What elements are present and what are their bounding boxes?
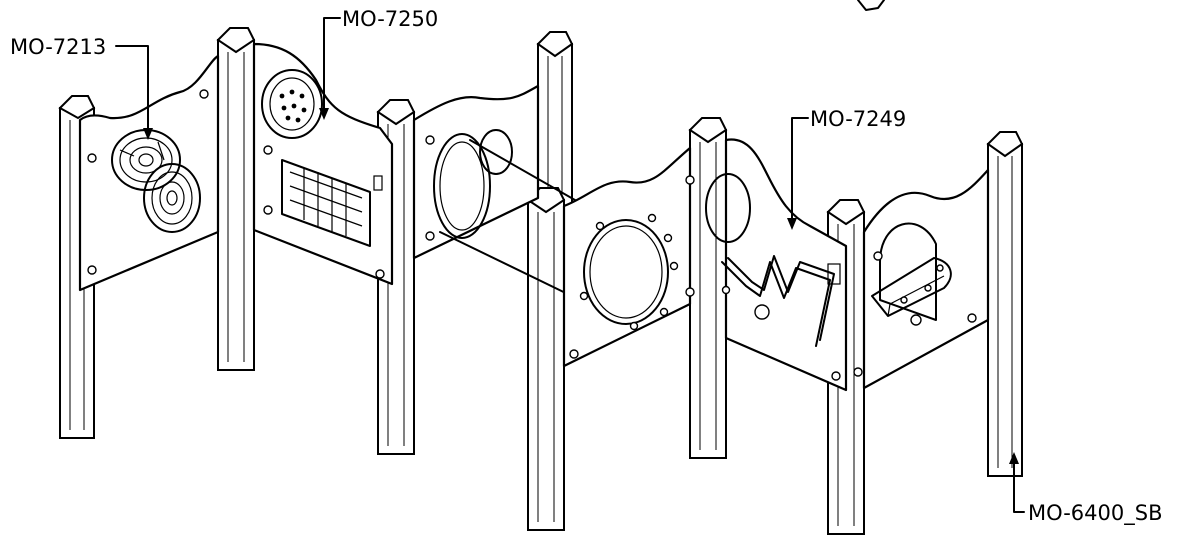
post-8 — [986, 131, 1024, 477]
callout-mo-7213: MO-7213 — [10, 35, 106, 59]
button-grid — [281, 159, 371, 247]
seat-plate — [871, 257, 952, 326]
speaker-grille — [261, 69, 323, 139]
panel-tunnel-end — [562, 146, 692, 368]
callout-mo-7249: MO-7249 — [810, 107, 906, 131]
leader-mo-7213 — [115, 45, 153, 140]
post-2 — [216, 27, 256, 371]
callout-mo-7250: MO-7250 — [342, 7, 438, 31]
panel-mo-7250 — [252, 42, 394, 286]
leader-mo-6400 — [1009, 452, 1025, 513]
maze-disc-lower — [143, 163, 201, 233]
post-5 — [526, 187, 566, 531]
post-6 — [688, 117, 728, 459]
leader-mo-7250 — [319, 17, 341, 120]
callout-mo-6400-sb: MO-6400_SB — [1028, 501, 1163, 526]
panel-mo-7249 — [685, 138, 848, 392]
clipped-post-cap — [857, 0, 885, 11]
panel-mo-7213 — [78, 54, 220, 292]
panel-right-seat — [853, 168, 990, 390]
leader-mo-7249 — [787, 117, 809, 230]
tunnel-tube — [412, 84, 611, 301]
